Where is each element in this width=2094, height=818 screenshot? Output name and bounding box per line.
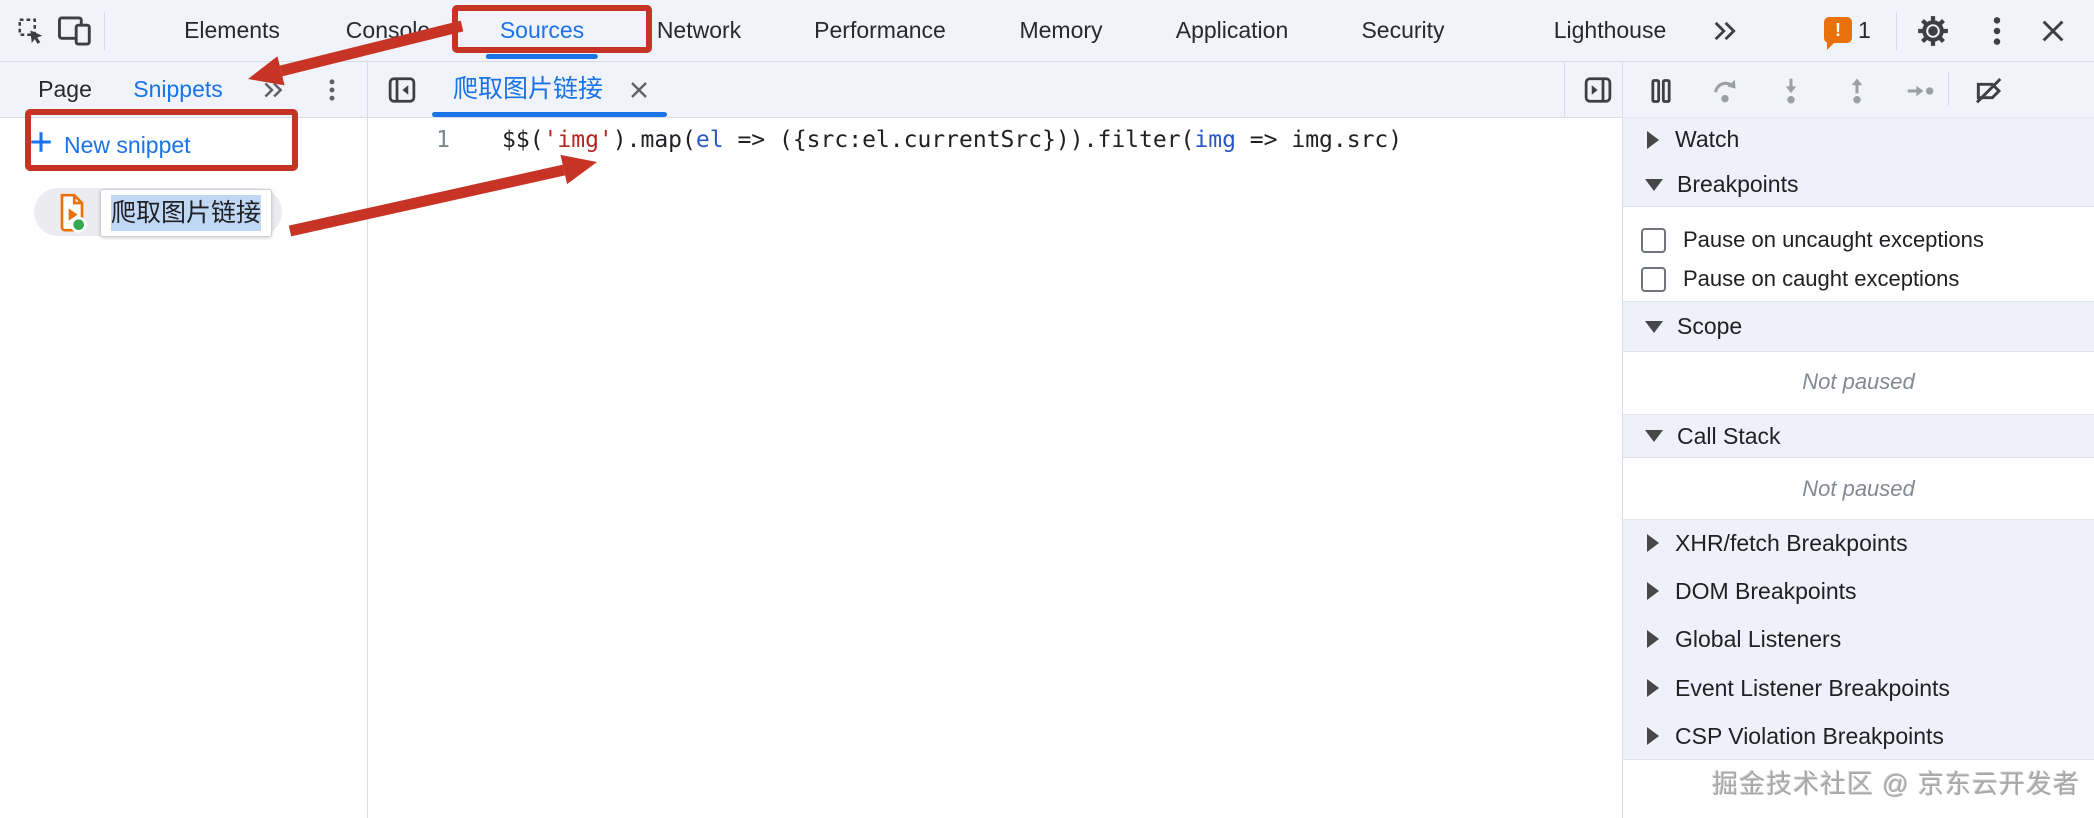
expanded-triangle-icon bbox=[1645, 430, 1663, 442]
deactivate-breakpoints-icon[interactable] bbox=[1972, 75, 2006, 107]
step-out-icon[interactable] bbox=[1842, 76, 1872, 106]
pause-script-icon[interactable] bbox=[1646, 76, 1676, 106]
active-tab-indicator bbox=[432, 112, 667, 117]
scope-section-bg bbox=[1623, 301, 2094, 352]
error-badge-icon[interactable]: ! bbox=[1824, 17, 1852, 50]
section-label: CSP Violation Breakpoints bbox=[1675, 722, 1944, 749]
navigator-tab-page[interactable]: Page bbox=[38, 76, 92, 102]
section-header-global-listeners[interactable]: Global Listeners bbox=[1623, 615, 2094, 663]
code-token-variable: el bbox=[695, 127, 724, 153]
hide-navigator-panel-icon[interactable] bbox=[386, 75, 418, 105]
snippet-file-icon bbox=[56, 192, 88, 234]
snippet-name-text: 爬取图片链接 bbox=[111, 195, 262, 231]
section-label: DOM Breakpoints bbox=[1675, 577, 1857, 604]
pause-uncaught-row[interactable]: Pause on uncaught exceptions bbox=[1623, 220, 2094, 260]
navigator-more-tabs-icon[interactable] bbox=[258, 76, 288, 104]
code-token-plain: ).map( bbox=[612, 127, 696, 153]
code-token-plain: => ({src:el.currentSrc})).filter( bbox=[723, 127, 1195, 153]
main-tab-console[interactable]: Console bbox=[345, 17, 431, 43]
pause-uncaught-checkbox[interactable] bbox=[1641, 227, 1666, 253]
toolbar-divider bbox=[1564, 62, 1565, 117]
section-label: Event Listener Breakpoints bbox=[1675, 674, 1950, 701]
pause-caught-row[interactable]: Pause on caught exceptions bbox=[1623, 259, 2094, 299]
section-label: Global Listeners bbox=[1675, 625, 1842, 652]
expanded-triangle-icon bbox=[1645, 320, 1663, 333]
main-tab-sources[interactable]: Sources bbox=[485, 0, 599, 61]
step-into-icon[interactable] bbox=[1776, 76, 1806, 106]
pause-caught-checkbox[interactable] bbox=[1641, 266, 1666, 292]
editor-tab-snippet[interactable]: 爬取图片链接 bbox=[453, 75, 604, 103]
main-tab-lighthouse[interactable]: Lighthouse bbox=[1553, 17, 1667, 43]
breakpoints-section-header[interactable]: Breakpoints bbox=[1623, 162, 2094, 207]
toolbar-divider bbox=[104, 12, 105, 50]
line-number: 1 bbox=[436, 127, 450, 153]
new-snippet-button[interactable]: New snippet bbox=[64, 132, 191, 158]
selected-tab-indicator bbox=[485, 54, 599, 59]
close-devtools-icon[interactable] bbox=[2038, 16, 2068, 46]
section-label: XHR/fetch Breakpoints bbox=[1675, 529, 1908, 556]
main-tab-performance[interactable]: Performance bbox=[814, 17, 946, 43]
navigator-tab-snippets[interactable]: Snippets bbox=[133, 76, 223, 102]
collapsed-triangle-icon bbox=[1647, 130, 1659, 149]
section-header-dom-breakpoints[interactable]: DOM Breakpoints bbox=[1623, 567, 2094, 615]
pause-caught-label: Pause on caught exceptions bbox=[1683, 266, 1960, 291]
plus-icon bbox=[28, 129, 54, 155]
watermark-text: 掘金技术社区 @ 京东云开发者 bbox=[1712, 769, 2080, 799]
code-token-plain: $$( bbox=[502, 127, 544, 153]
more-tabs-button[interactable] bbox=[1711, 0, 1739, 61]
pause-uncaught-label: Pause on uncaught exceptions bbox=[1683, 227, 1984, 252]
collapsed-triangle-icon bbox=[1647, 582, 1659, 600]
section-header-event-listener-breakpoints[interactable]: Event Listener Breakpoints bbox=[1623, 664, 2094, 712]
section-header-xhr-fetch-breakpoints[interactable]: XHR/fetch Breakpoints bbox=[1623, 519, 2094, 567]
code-token-plain: => img.src) bbox=[1235, 127, 1403, 153]
scope-label: Scope bbox=[1677, 313, 1743, 339]
collapsed-triangle-icon bbox=[1647, 679, 1659, 697]
show-navigator-panel-icon[interactable] bbox=[1582, 75, 1614, 105]
watch-breakpoints-section-bg bbox=[1623, 117, 2094, 207]
call-stack-label: Call Stack bbox=[1677, 422, 1781, 449]
error-count[interactable]: 1 bbox=[1858, 17, 1871, 43]
debugger-panel-divider[interactable] bbox=[1622, 62, 1623, 818]
close-tab-icon[interactable] bbox=[626, 77, 652, 103]
main-tab-application[interactable]: Application bbox=[1175, 17, 1289, 43]
scope-section-header[interactable]: Scope bbox=[1623, 301, 2094, 352]
more-options-icon[interactable] bbox=[1984, 14, 2010, 48]
main-tab-network[interactable]: Network bbox=[656, 17, 742, 43]
code-token-variable: img bbox=[1194, 127, 1236, 153]
main-tab-elements[interactable]: Elements bbox=[184, 17, 280, 43]
main-tab-security[interactable]: Security bbox=[1361, 17, 1445, 43]
settings-gear-icon[interactable] bbox=[1916, 14, 1950, 48]
section-header-csp-violation-breakpoints[interactable]: CSP Violation Breakpoints bbox=[1623, 712, 2094, 760]
expanded-triangle-icon bbox=[1645, 178, 1663, 191]
toolbar-divider bbox=[1948, 72, 1949, 106]
call-stack-section-header[interactable]: Call Stack bbox=[1623, 414, 2094, 458]
toolbar-divider bbox=[1896, 12, 1897, 50]
step-over-icon[interactable] bbox=[1710, 76, 1740, 106]
inspect-element-icon[interactable] bbox=[16, 16, 46, 46]
call-stack-status: Not paused bbox=[1802, 476, 1915, 501]
watch-label: Watch bbox=[1675, 126, 1740, 152]
collapsed-triangle-icon bbox=[1647, 630, 1659, 648]
call-stack-section-bg bbox=[1623, 414, 2094, 458]
step-icon[interactable] bbox=[1906, 78, 1936, 104]
scope-status: Not paused bbox=[1802, 369, 1915, 394]
device-toolbar-icon[interactable] bbox=[56, 15, 92, 47]
collapsed-triangle-icon bbox=[1647, 727, 1659, 745]
code-token-string: 'img' bbox=[543, 127, 613, 153]
snippet-name-edit-field[interactable]: 爬取图片链接 bbox=[100, 189, 273, 237]
main-tab-memory[interactable]: Memory bbox=[1019, 17, 1103, 43]
code-editor-line[interactable]: $$('img').map(el => ({src:el.currentSrc}… bbox=[502, 127, 1402, 153]
breakpoints-label: Breakpoints bbox=[1677, 171, 1799, 197]
watch-section-header[interactable]: Watch bbox=[1623, 117, 2094, 162]
navigator-menu-icon[interactable] bbox=[320, 76, 344, 104]
collapsed-sections-bg bbox=[1623, 519, 2094, 760]
main-toolbar: Elements Console Sources Network Performance… bbox=[0, 0, 2094, 62]
collapsed-triangle-icon bbox=[1647, 534, 1659, 552]
navigator-divider[interactable] bbox=[367, 62, 368, 818]
